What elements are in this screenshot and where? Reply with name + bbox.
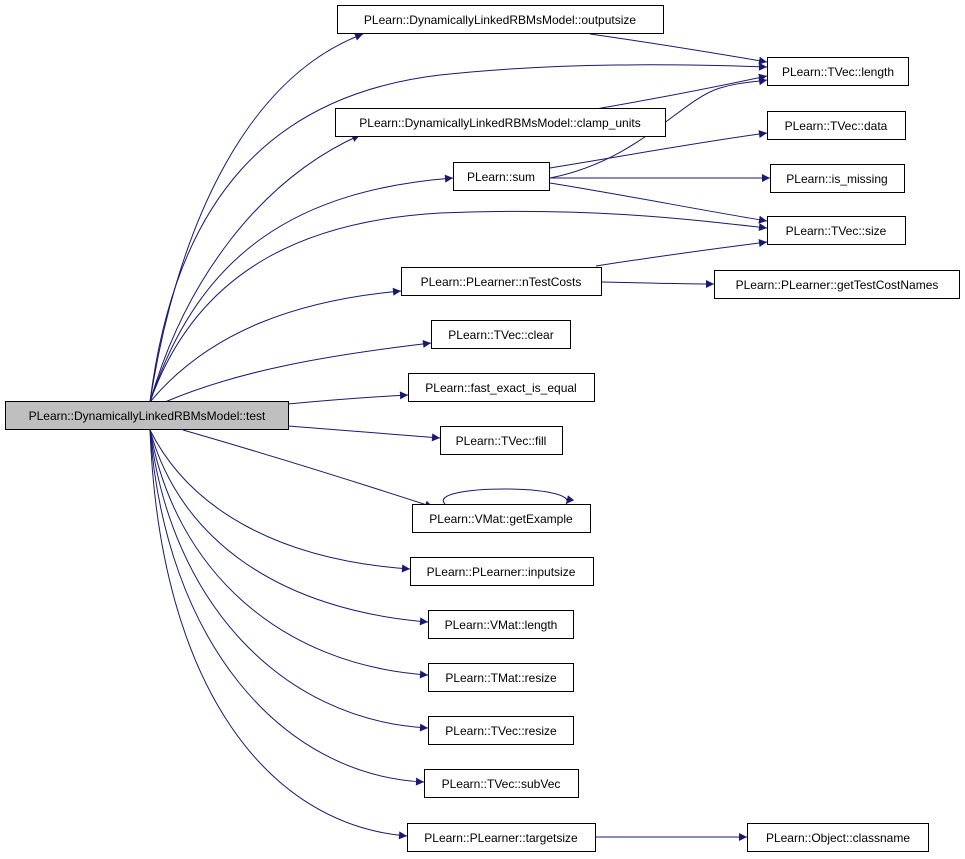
node-sum[interactable]: PLearn::sum bbox=[453, 162, 550, 191]
edge-root-tvec-fill bbox=[287, 425, 441, 442]
edge-root-vmat-length bbox=[149, 429, 429, 626]
nodes: PLearn::DynamicallyLinkedRBMsModel::test… bbox=[5, 5, 960, 852]
node-is-missing[interactable]: PLearn::is_missing bbox=[770, 164, 905, 193]
node-tvec-fill-label: PLearn::TVec::fill bbox=[456, 434, 547, 448]
node-classname[interactable]: PLearn::Object::classname bbox=[747, 823, 929, 852]
node-is-missing-label: PLearn::is_missing bbox=[786, 172, 887, 186]
edge-root-sum bbox=[149, 174, 454, 403]
node-tvec-resize[interactable]: PLearn::TVec::resize bbox=[428, 716, 574, 745]
node-tmat-resize[interactable]: PLearn::TMat::resize bbox=[428, 663, 574, 692]
edge-root-tvec-resize bbox=[149, 429, 429, 732]
node-fast-exact-label: PLearn::fast_exact_is_equal bbox=[425, 381, 576, 395]
node-clamp-units[interactable]: PLearn::DynamicallyLinkedRBMsModel::clam… bbox=[335, 108, 666, 137]
node-ntestcosts[interactable]: PLearn::PLearner::nTestCosts bbox=[401, 267, 602, 296]
node-clamp-units-label: PLearn::DynamicallyLinkedRBMsModel::clam… bbox=[359, 116, 640, 130]
node-targetsize[interactable]: PLearn::PLearner::targetsize bbox=[407, 823, 596, 852]
node-tvec-clear[interactable]: PLearn::TVec::clear bbox=[431, 320, 571, 349]
edge-root-getexample bbox=[182, 429, 434, 509]
edge-root-tvec-clear bbox=[164, 339, 432, 403]
node-subvec-label: PLearn::TVec::subVec bbox=[442, 777, 561, 791]
edge-clamp-units-tvec-length bbox=[589, 73, 768, 111]
edge-getexample-self bbox=[442, 488, 575, 505]
node-tvec-data-label: PLearn::TVec::data bbox=[785, 119, 888, 133]
node-inputsize-label: PLearn::PLearner::inputsize bbox=[427, 565, 576, 579]
node-getexample[interactable]: PLearn::VMat::getExample bbox=[412, 504, 591, 533]
edge-root-tvec-size bbox=[149, 210, 768, 403]
node-vmat-length[interactable]: PLearn::VMat::length bbox=[428, 610, 574, 639]
node-inputsize[interactable]: PLearn::PLearner::inputsize bbox=[410, 557, 594, 586]
edge-ntestcosts-tvec-size bbox=[595, 239, 768, 267]
node-outputsize-label: PLearn::DynamicallyLinkedRBMsModel::outp… bbox=[364, 13, 636, 27]
node-tvec-clear-label: PLearn::TVec::clear bbox=[448, 328, 553, 342]
node-outputsize[interactable]: PLearn::DynamicallyLinkedRBMsModel::outp… bbox=[337, 5, 664, 34]
node-tvec-data[interactable]: PLearn::TVec::data bbox=[767, 111, 906, 140]
edge-sum-tvec-length bbox=[549, 77, 768, 179]
node-tvec-size[interactable]: PLearn::TVec::size bbox=[767, 216, 906, 245]
edge-root-subvec bbox=[149, 429, 425, 786]
edge-root-targetsize bbox=[149, 429, 408, 840]
node-tmat-resize-label: PLearn::TMat::resize bbox=[445, 671, 557, 685]
edge-root-inputsize bbox=[149, 429, 411, 573]
node-getexample-label: PLearn::VMat::getExample bbox=[429, 512, 573, 526]
edge-root-outputsize bbox=[149, 33, 364, 403]
edge-root-fast-exact bbox=[287, 391, 409, 405]
node-fast-exact[interactable]: PLearn::fast_exact_is_equal bbox=[408, 373, 595, 402]
edge-root-tvec-length bbox=[149, 62, 768, 403]
edge-outputsize-tvec-length bbox=[589, 33, 768, 65]
node-tvec-fill[interactable]: PLearn::TVec::fill bbox=[440, 426, 563, 455]
node-classname-label: PLearn::Object::classname bbox=[766, 831, 910, 845]
edge-root-tmat-resize bbox=[149, 429, 429, 679]
node-ntestcosts-label: PLearn::PLearner::nTestCosts bbox=[421, 275, 582, 289]
node-sum-label: PLearn::sum bbox=[467, 170, 535, 184]
edge-sum-tvec-size bbox=[549, 182, 768, 224]
node-root-label: PLearn::DynamicallyLinkedRBMsModel::test bbox=[29, 409, 266, 423]
node-testcostnames[interactable]: PLearn::PLearner::getTestCostNames bbox=[714, 270, 960, 299]
node-targetsize-label: PLearn::PLearner::targetsize bbox=[424, 831, 578, 845]
node-tvec-length[interactable]: PLearn::TVec::length bbox=[767, 57, 909, 86]
edge-root-clamp-units bbox=[149, 134, 361, 403]
edge-root-ntestcosts bbox=[149, 287, 402, 403]
edge-sum-tvec-data bbox=[549, 130, 768, 169]
node-tvec-length-label: PLearn::TVec::length bbox=[782, 65, 894, 79]
edge-ntestcosts-testcostnames bbox=[601, 279, 715, 288]
node-subvec[interactable]: PLearn::TVec::subVec bbox=[424, 769, 579, 798]
node-vmat-length-label: PLearn::VMat::length bbox=[445, 618, 558, 632]
node-testcostnames-label: PLearn::PLearner::getTestCostNames bbox=[736, 278, 939, 292]
node-tvec-resize-label: PLearn::TVec::resize bbox=[445, 724, 557, 738]
node-root[interactable]: PLearn::DynamicallyLinkedRBMsModel::test bbox=[5, 401, 289, 430]
edges bbox=[149, 33, 770, 841]
node-tvec-size-label: PLearn::TVec::size bbox=[786, 224, 887, 238]
